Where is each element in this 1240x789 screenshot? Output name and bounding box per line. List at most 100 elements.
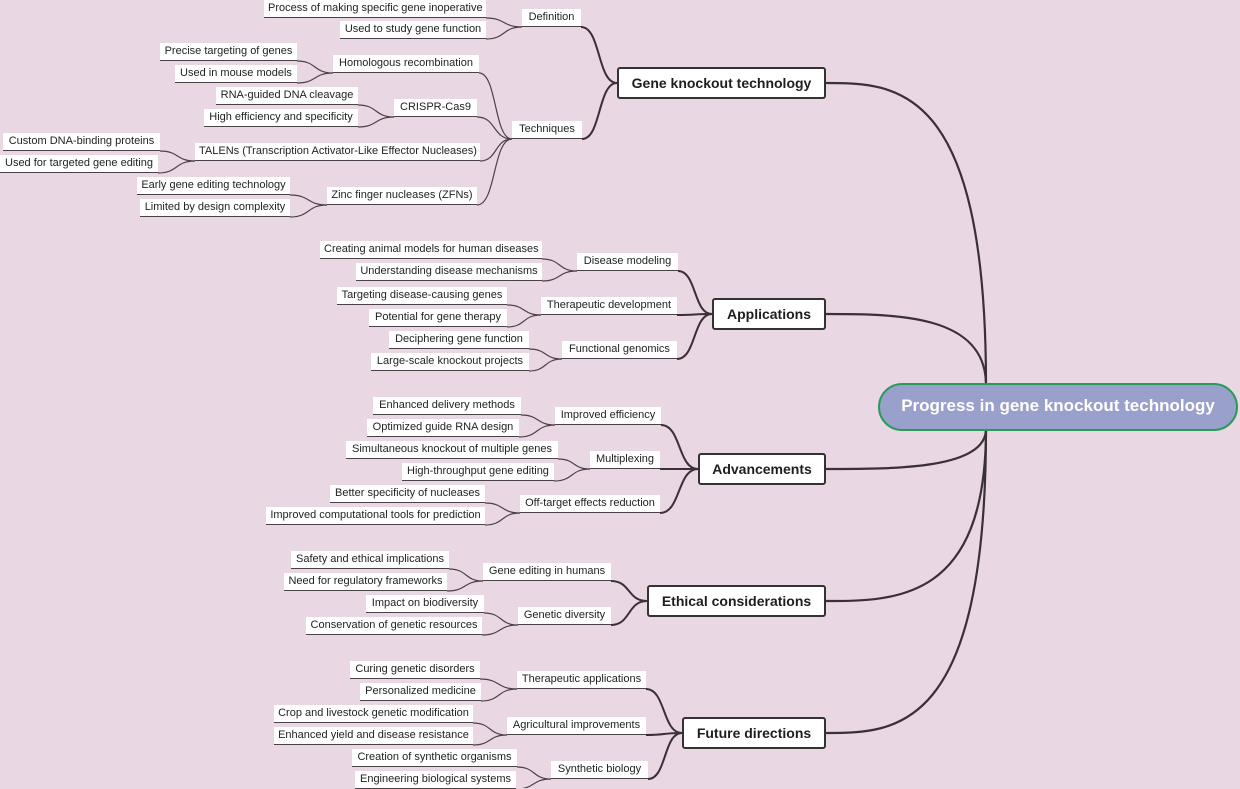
branch-edge xyxy=(660,424,699,470)
leaf-node[interactable]: Engineering biological systems xyxy=(355,771,516,789)
branch-edge xyxy=(472,734,508,746)
branch-future-directions[interactable]: Future directions xyxy=(682,717,826,749)
topic-disease-modeling[interactable]: Disease modeling xyxy=(577,253,678,271)
root-branch-edge xyxy=(825,428,988,735)
leaf-node[interactable]: Curing genetic disorders xyxy=(350,661,480,679)
branch-edge xyxy=(296,60,334,74)
leaf-node[interactable]: Optimized guide RNA design xyxy=(367,419,519,437)
branch-edge xyxy=(516,766,552,780)
leaf-node[interactable]: Improved computational tools for predict… xyxy=(266,507,485,525)
branch-edge xyxy=(580,26,618,84)
branch-applications[interactable]: Applications xyxy=(712,298,826,330)
topic-synthetic-biology[interactable]: Synthetic biology xyxy=(551,761,648,779)
leaf-node[interactable]: Creation of synthetic organisms xyxy=(352,749,517,767)
branch-edge xyxy=(448,568,484,582)
branch-edge xyxy=(472,722,508,736)
technique-homologous-recombination[interactable]: Homologous recombination xyxy=(333,55,479,73)
leaf-node[interactable]: Precise targeting of genes xyxy=(160,43,297,61)
branch-edge xyxy=(676,313,713,360)
leaf-node[interactable]: Custom DNA-binding proteins xyxy=(3,133,160,151)
leaf-node[interactable]: High efficiency and specificity xyxy=(204,109,358,127)
topic-definition[interactable]: Definition xyxy=(522,9,581,27)
leaf-node[interactable]: Potential for gene therapy xyxy=(369,309,507,327)
branch-edge xyxy=(289,194,328,206)
branch-edge xyxy=(357,116,395,128)
leaf-node[interactable]: RNA-guided DNA cleavage xyxy=(216,87,358,105)
root-branch-edge xyxy=(825,428,988,471)
leaf-node[interactable]: Creating animal models for human disease… xyxy=(320,241,542,259)
leaf-node[interactable]: High-throughput gene editing xyxy=(402,463,554,481)
branch-edge xyxy=(483,612,519,626)
leaf-node[interactable]: Personalized medicine xyxy=(360,683,481,701)
topic-techniques[interactable]: Techniques xyxy=(512,121,582,139)
branch-edge xyxy=(677,270,713,315)
topic-agricultural-improvements[interactable]: Agricultural improvements xyxy=(507,717,646,735)
topic-gene-editing-in-humans[interactable]: Gene editing in humans xyxy=(483,563,611,581)
branch-advancements[interactable]: Advancements xyxy=(698,453,826,485)
leaf-node[interactable]: Enhanced delivery methods xyxy=(373,397,521,415)
root-branch-edge xyxy=(825,81,988,386)
leaf-node[interactable]: Large-scale knockout projects xyxy=(371,353,529,371)
topic-off-target-effects-reduction[interactable]: Off-target effects reduction xyxy=(520,495,660,513)
branch-edge xyxy=(610,600,648,626)
branch-edge xyxy=(480,688,518,702)
branch-edge xyxy=(528,358,563,372)
leaf-node[interactable]: Limited by design complexity xyxy=(140,199,290,217)
topic-improved-efficiency[interactable]: Improved efficiency xyxy=(555,407,661,425)
leaf-node[interactable]: Need for regulatory frameworks xyxy=(284,573,447,591)
branch-edge xyxy=(478,72,513,140)
branch-edge xyxy=(484,512,521,526)
branch-edge xyxy=(485,17,523,28)
leaf-node[interactable]: Enhanced yield and disease resistance xyxy=(274,727,473,745)
branch-edge xyxy=(528,348,563,360)
leaf-node[interactable]: Used for targeted gene editing xyxy=(0,155,158,173)
topic-therapeutic-development[interactable]: Therapeutic development xyxy=(541,297,677,315)
branch-edge xyxy=(159,150,196,162)
root-branch-edge xyxy=(825,428,988,603)
technique-crispr-cas9[interactable]: CRISPR-Cas9 xyxy=(394,99,477,117)
leaf-node[interactable]: Impact on biodiversity xyxy=(366,595,484,613)
leaf-node[interactable]: Safety and ethical implications xyxy=(291,551,449,569)
topic-functional-genomics[interactable]: Functional genomics xyxy=(562,341,677,359)
branch-edge xyxy=(157,160,196,174)
branch-edge xyxy=(506,314,542,328)
branch-edge xyxy=(479,678,518,690)
branch-gene-knockout-technology[interactable]: Gene knockout technology xyxy=(617,67,826,99)
root-node[interactable]: Progress in gene knockout technology xyxy=(878,383,1238,431)
leaf-node[interactable]: Better specificity of nucleases xyxy=(330,485,485,503)
leaf-node[interactable]: Simultaneous knockout of multiple genes xyxy=(346,441,558,459)
topic-therapeutic-applications[interactable]: Therapeutic applications xyxy=(517,671,646,689)
leaf-node[interactable]: Targeting disease-causing genes xyxy=(337,287,507,305)
leaf-node[interactable]: Early gene editing technology xyxy=(137,177,290,195)
branch-edge xyxy=(446,580,484,592)
topic-multiplexing[interactable]: Multiplexing xyxy=(590,451,660,469)
branch-edge xyxy=(557,458,591,470)
branch-edge xyxy=(610,580,648,602)
topic-genetic-diversity[interactable]: Genetic diversity xyxy=(518,607,611,625)
technique-talens[interactable]: TALENs (Transcription Activator-Like Eff… xyxy=(195,143,480,161)
leaf-node[interactable]: Conservation of genetic resources xyxy=(306,617,482,635)
leaf-node[interactable]: Deciphering gene function xyxy=(389,331,529,349)
technique-zfns[interactable]: Zinc finger nucleases (ZFNs) xyxy=(327,187,477,205)
branch-edge xyxy=(479,138,513,162)
branch-edge xyxy=(518,424,556,438)
leaf-node[interactable]: Used to study gene function xyxy=(340,21,486,39)
branch-edge xyxy=(520,414,556,426)
branch-edge xyxy=(289,204,328,218)
branch-edge xyxy=(645,688,683,734)
leaf-node[interactable]: Understanding disease mechanisms xyxy=(356,263,542,281)
branch-edge xyxy=(357,104,395,118)
leaf-node[interactable]: Used in mouse models xyxy=(175,65,297,83)
branch-edge xyxy=(476,138,513,206)
leaf-node[interactable]: Crop and livestock genetic modification xyxy=(274,705,473,723)
leaf-node[interactable]: Process of making specific gene inoperat… xyxy=(264,0,486,18)
branch-ethical-considerations[interactable]: Ethical considerations xyxy=(647,585,826,617)
branch-edge xyxy=(485,26,523,40)
root-branch-edge xyxy=(825,312,988,386)
branch-edge xyxy=(521,778,552,788)
branch-edge xyxy=(581,82,618,140)
branch-edge xyxy=(506,304,542,316)
branch-edge xyxy=(484,502,521,514)
branch-edge xyxy=(476,116,513,140)
